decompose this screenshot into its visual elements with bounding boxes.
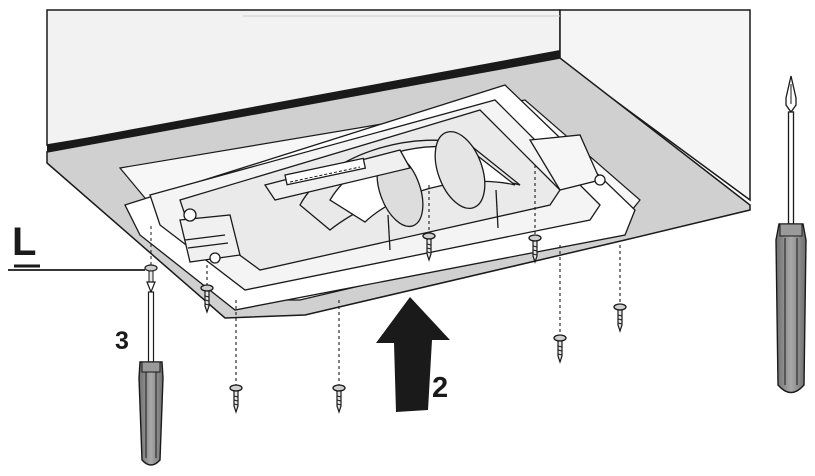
alignment-lines <box>206 165 621 385</box>
ceiling-wall <box>46 9 751 202</box>
step-3-label: 3 <box>115 327 129 355</box>
screwdriver-icon <box>138 226 164 466</box>
screw-icon <box>332 384 346 413</box>
up-arrow-icon <box>376 297 450 412</box>
screwdriver-icon <box>775 75 807 394</box>
edge-label-l: L <box>12 220 37 264</box>
edge-reference-line <box>8 264 145 271</box>
fan-unit <box>124 84 636 311</box>
step-2-label: 2 <box>432 372 449 404</box>
screw-icon <box>613 303 627 332</box>
screw-icon <box>229 384 243 413</box>
screw-icon <box>553 334 567 363</box>
